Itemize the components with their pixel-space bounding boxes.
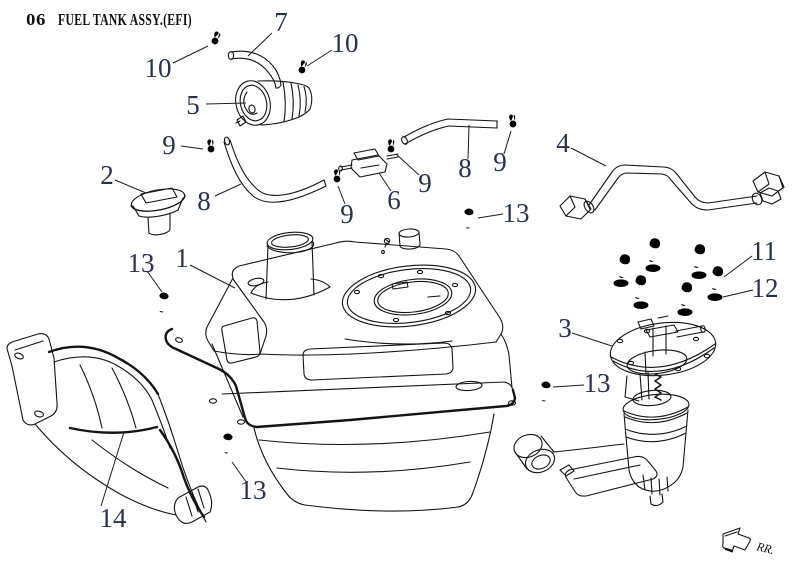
- leader-line: [247, 32, 273, 57]
- bolt: [615, 253, 632, 279]
- leader-line: [114, 179, 147, 194]
- screw-13-right: [539, 380, 552, 402]
- screw-13-bottom: [221, 433, 233, 454]
- callout-8b: 8: [458, 153, 472, 183]
- vent-hose: [227, 50, 282, 89]
- fuel-hose-front: [223, 136, 327, 203]
- leader-line: [205, 102, 247, 105]
- washer: [691, 271, 707, 280]
- bolt: [708, 265, 725, 291]
- hose-clip-10-right: [295, 59, 308, 75]
- callout-6: 6: [387, 185, 401, 215]
- leader-line: [172, 45, 209, 64]
- washer: [677, 308, 693, 317]
- callout-12: 12: [752, 273, 779, 303]
- filter-canister: [235, 80, 313, 127]
- hose-clip-9-d: [506, 113, 517, 129]
- fuel-pipe: [559, 164, 785, 220]
- leader-line: [146, 270, 163, 293]
- leader-line: [100, 431, 125, 507]
- fuel-cap: [130, 187, 186, 236]
- leader-line: [180, 145, 204, 150]
- callout-13c: 13: [240, 475, 267, 505]
- hose-clip-9-c: [385, 139, 395, 153]
- hose-clip-9-b: [331, 169, 341, 183]
- air-duct: [6, 333, 213, 524]
- leader-line: [552, 384, 585, 388]
- bolt: [690, 243, 707, 269]
- leader-line: [337, 185, 346, 205]
- leader-line: [477, 213, 504, 219]
- leader-line: [214, 183, 242, 197]
- bolt: [645, 237, 662, 263]
- washer-group: [613, 264, 723, 317]
- hose-clip-9-a: [204, 139, 215, 153]
- callout-9b: 9: [340, 199, 354, 229]
- leader-line: [722, 289, 754, 298]
- screw-13-top: [463, 208, 474, 229]
- callout-9a: 9: [162, 130, 176, 160]
- callout-9d: 9: [493, 147, 507, 177]
- leader-line: [467, 124, 470, 160]
- leader-lines: [100, 32, 754, 507]
- callout-13d: 13: [584, 368, 611, 398]
- leader-line: [723, 255, 753, 278]
- leader-line: [378, 172, 392, 192]
- leader-line: [306, 49, 333, 67]
- callout-5: 5: [186, 90, 200, 120]
- callout-7: 7: [274, 7, 288, 37]
- callout-10b: 10: [332, 28, 359, 58]
- bolt: [677, 281, 694, 307]
- fuel-hose-rear: [401, 118, 498, 145]
- callout-4: 4: [556, 128, 570, 158]
- rr-arrow-icon: [722, 527, 751, 553]
- fuel-pump-module: [609, 315, 717, 507]
- washer: [613, 279, 629, 288]
- callout-13a: 13: [503, 198, 530, 228]
- page-title-number: 06: [26, 10, 46, 29]
- fuel-float: [513, 433, 625, 474]
- hose-clip-10-left: [208, 30, 222, 46]
- washer: [707, 293, 723, 302]
- fuel-tank: [164, 228, 517, 512]
- page-title: FUEL TANK ASSY.(EFI): [58, 10, 192, 29]
- callout-13b: 13: [128, 248, 155, 278]
- callout-11: 11: [751, 236, 777, 266]
- leader-line: [503, 130, 512, 155]
- leader-line: [231, 461, 248, 484]
- leader-line: [189, 264, 236, 289]
- washer: [633, 301, 649, 310]
- callout-2: 2: [100, 160, 114, 190]
- direction-label: RR.: [754, 539, 776, 557]
- leader-line: [395, 153, 420, 176]
- screw-13-left: [156, 291, 170, 314]
- callout-1: 1: [175, 243, 189, 273]
- callout-9c: 9: [418, 168, 432, 198]
- pump-mount-tray: [559, 455, 658, 497]
- callout-10a: 10: [145, 53, 172, 83]
- leader-line: [571, 332, 613, 347]
- bolt: [631, 274, 648, 300]
- callout-3: 3: [558, 313, 572, 343]
- callout-14: 14: [100, 503, 128, 533]
- inline-valve: [338, 148, 399, 178]
- leader-line: [570, 147, 607, 167]
- callout-8a: 8: [197, 186, 211, 216]
- washer: [645, 264, 661, 273]
